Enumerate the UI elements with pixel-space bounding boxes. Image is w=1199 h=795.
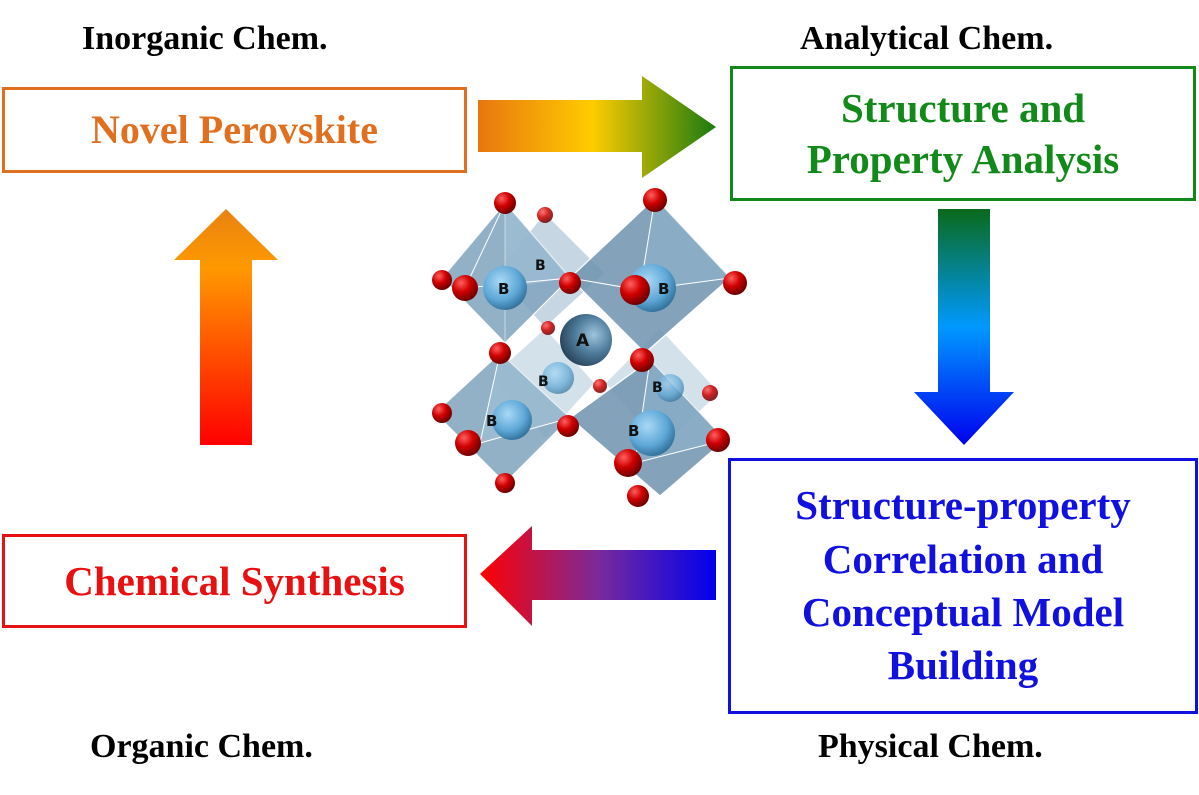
oxygen-atom: [559, 272, 581, 294]
label-inorganic-chem: Inorganic Chem.: [82, 20, 328, 57]
oxygen-atom: [455, 430, 481, 456]
box-structure-analysis-line-1: Structure and: [840, 85, 1086, 132]
arrow-right-shape: [478, 76, 716, 178]
b-label: B: [538, 374, 549, 390]
box-structure-property-line-4: Building: [887, 642, 1039, 689]
oxygen-atom: [541, 321, 555, 335]
box-chemical-synthesis: Chemical Synthesis: [2, 534, 467, 628]
box-novel-perovskite-text: Novel Perovskite: [91, 106, 378, 152]
b-label: B: [628, 422, 639, 440]
oxygen-atom: [432, 403, 452, 423]
b-label: B: [652, 380, 663, 396]
label-analytical-chem: Analytical Chem.: [800, 20, 1054, 57]
box-structure-property-line-3: Conceptual Model: [801, 589, 1125, 635]
b-atom: [492, 400, 532, 440]
oxygen-atom: [489, 342, 511, 364]
oxygen-atom: [630, 348, 654, 372]
box-structure-property-line-1: Structure-property: [795, 482, 1131, 529]
label-physical-chem: Physical Chem.: [818, 728, 1043, 765]
arrow-left: [480, 526, 716, 626]
oxygen-atom: [537, 207, 553, 223]
oxygen-atom: [702, 385, 718, 401]
box-chemical-synthesis-text: Chemical Synthesis: [64, 557, 405, 604]
oxygen-atom: [452, 275, 478, 301]
b-label: B: [658, 280, 669, 298]
oxygen-atom: [614, 449, 642, 477]
box-structure-property: Structure-property Correlation and Conce…: [728, 458, 1198, 714]
arrow-down-shape: [914, 209, 1014, 445]
oxygen-atom: [723, 271, 747, 295]
oxygen-atom: [643, 188, 667, 212]
arrow-right: [478, 76, 716, 178]
box-structure-property-line-2: Correlation and: [822, 535, 1104, 582]
oxygen-atom: [620, 275, 650, 305]
b-atom: [542, 362, 574, 394]
oxygen-atom: [432, 270, 452, 290]
b-atom: [656, 374, 684, 402]
oxygen-atom: [706, 428, 730, 452]
a-label: A: [576, 331, 590, 351]
arrow-left-shape: [480, 526, 716, 626]
oxygen-atom: [495, 473, 515, 493]
oxygen-atom: [593, 379, 607, 393]
box-novel-perovskite: Novel Perovskite: [2, 87, 467, 173]
oxygen-atom: [494, 192, 516, 214]
arrow-up: [174, 209, 278, 445]
box-structure-analysis-line-2: Property Analysis: [806, 135, 1120, 182]
b-atom: [629, 410, 675, 456]
b-atom: [483, 266, 527, 310]
b-label: B: [535, 258, 546, 274]
oxygen-atom: [557, 415, 579, 437]
arrow-down: [914, 209, 1014, 445]
oxygen-atom: [627, 485, 649, 507]
a-atom: [560, 314, 612, 366]
b-label: B: [486, 412, 497, 430]
label-organic-chem: Organic Chem.: [90, 728, 313, 765]
oxygen-atoms: [432, 188, 747, 507]
arrow-up-shape: [174, 209, 278, 445]
b-label: B: [498, 280, 509, 298]
box-structure-analysis: Structure and Property Analysis: [730, 66, 1196, 201]
perovskite-crystal-illustration: B B B B B B B A: [432, 188, 747, 507]
